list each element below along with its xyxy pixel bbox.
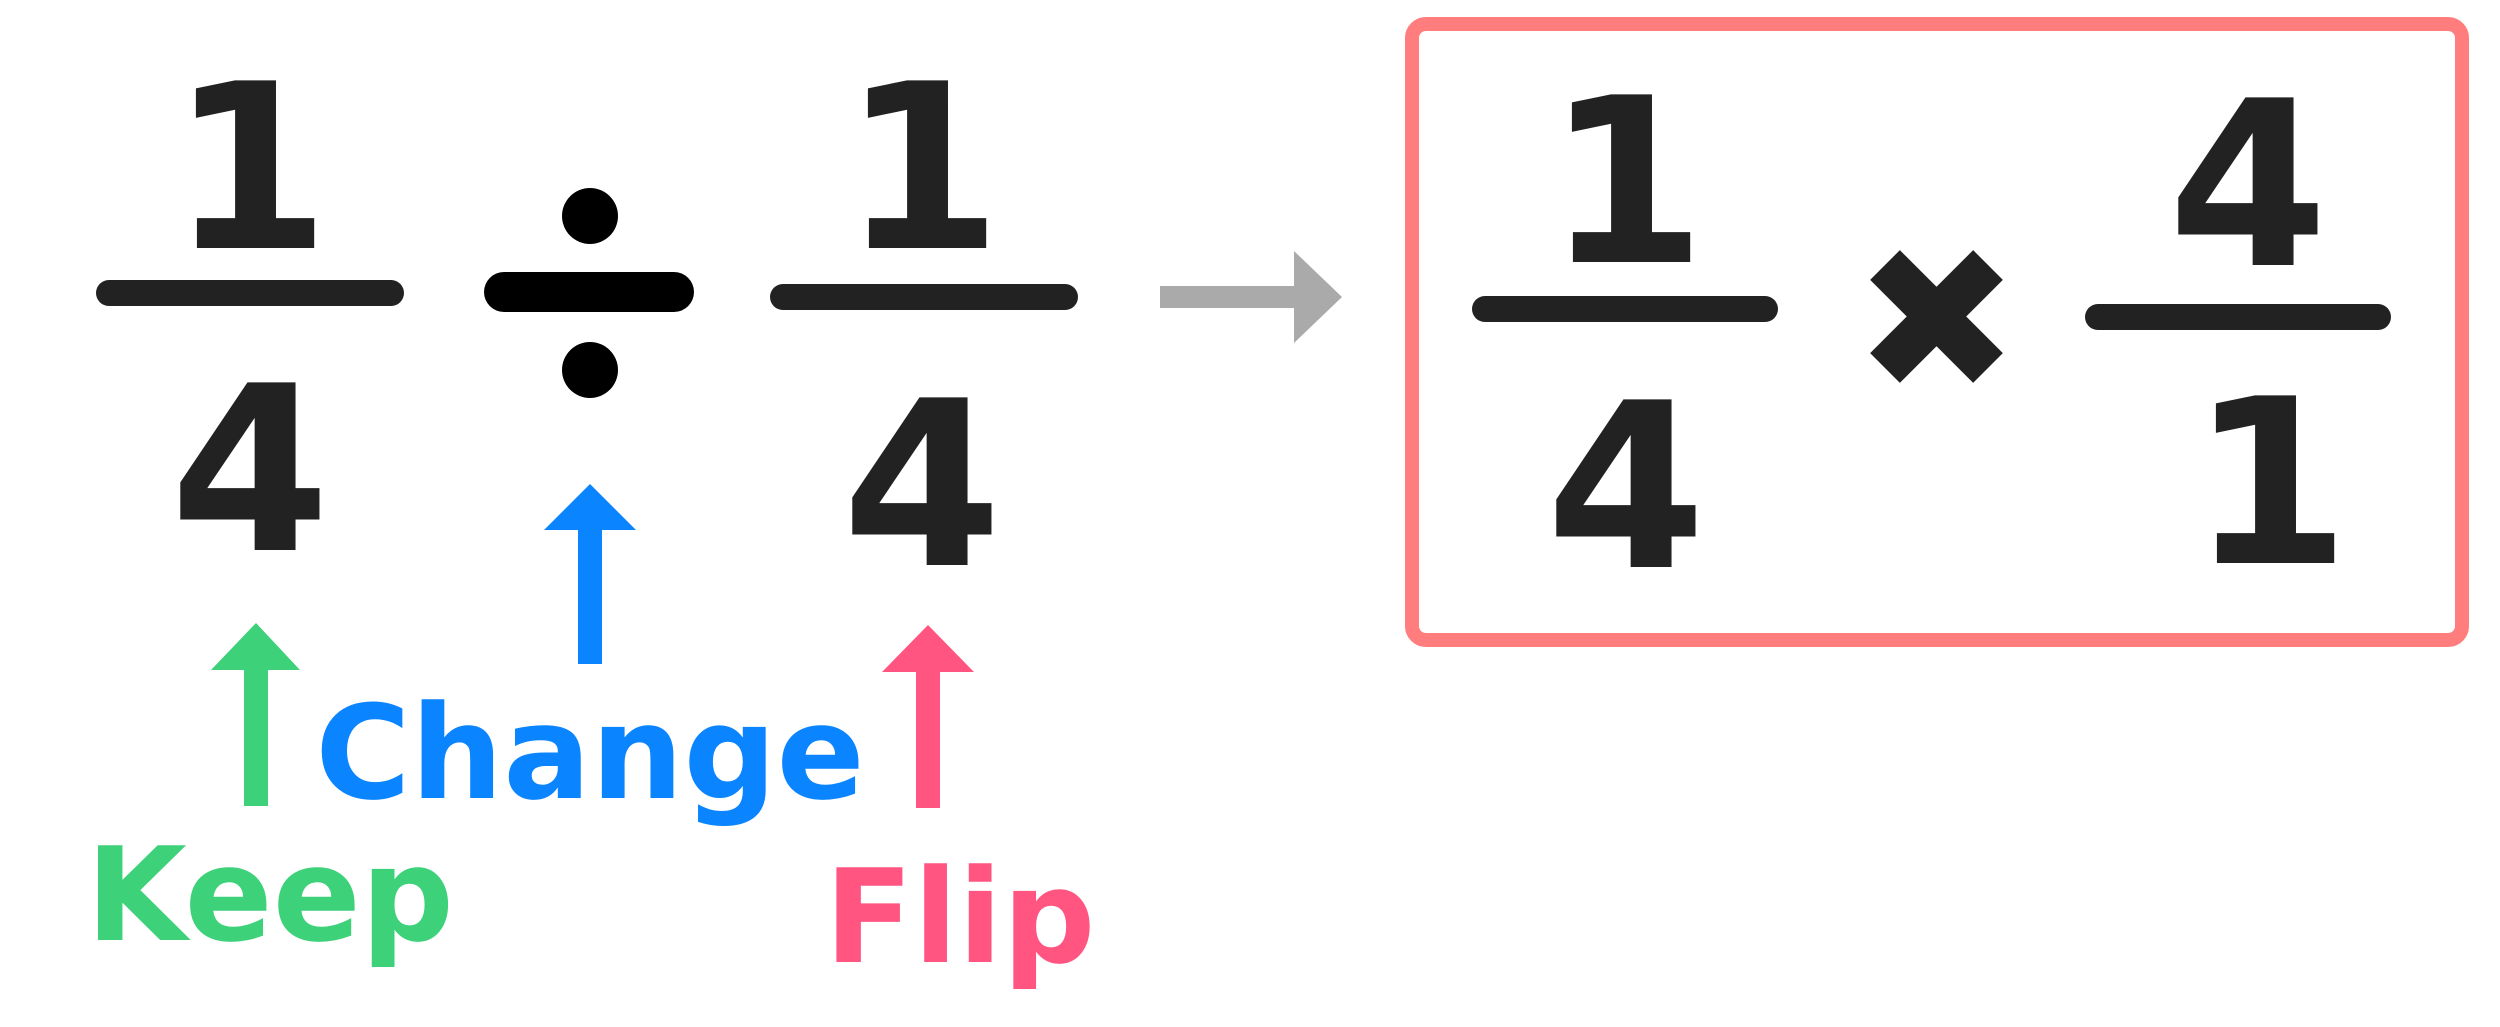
result-fraction-a: 1 4	[1472, 50, 1778, 622]
left-fraction-a: 1 4	[96, 36, 404, 605]
result-a-numerator: 1	[1546, 50, 1706, 317]
keep-label: Keep	[86, 819, 454, 971]
flip-label: Flip	[825, 841, 1096, 993]
fraction-a-bar	[96, 280, 404, 306]
left-fraction-b: 1 4	[770, 36, 1078, 620]
fraction-b-denominator: 4	[842, 353, 1002, 620]
fraction-b-numerator: 1	[842, 36, 1002, 303]
result-box	[1405, 17, 2469, 647]
result-fraction-b: 4 1	[2085, 53, 2391, 618]
change-up-arrow-icon	[544, 484, 636, 664]
result-b-denominator: 1	[2190, 351, 2350, 618]
fraction-a-numerator: 1	[170, 36, 330, 303]
result-b-bar	[2085, 304, 2391, 330]
change-label: Change	[315, 677, 864, 829]
result-a-denominator: 4	[1546, 355, 1706, 622]
multiplication-sign-icon	[1870, 250, 2003, 383]
result-a-bar	[1472, 296, 1778, 322]
result-b-numerator: 4	[2168, 53, 2328, 320]
keep-up-arrow-icon	[211, 623, 300, 806]
fraction-b-bar	[770, 284, 1078, 310]
division-sign-icon	[484, 188, 694, 398]
right-arrow-icon	[1160, 251, 1342, 343]
flip-up-arrow-icon	[882, 625, 974, 808]
fraction-a-denominator: 4	[170, 338, 330, 605]
